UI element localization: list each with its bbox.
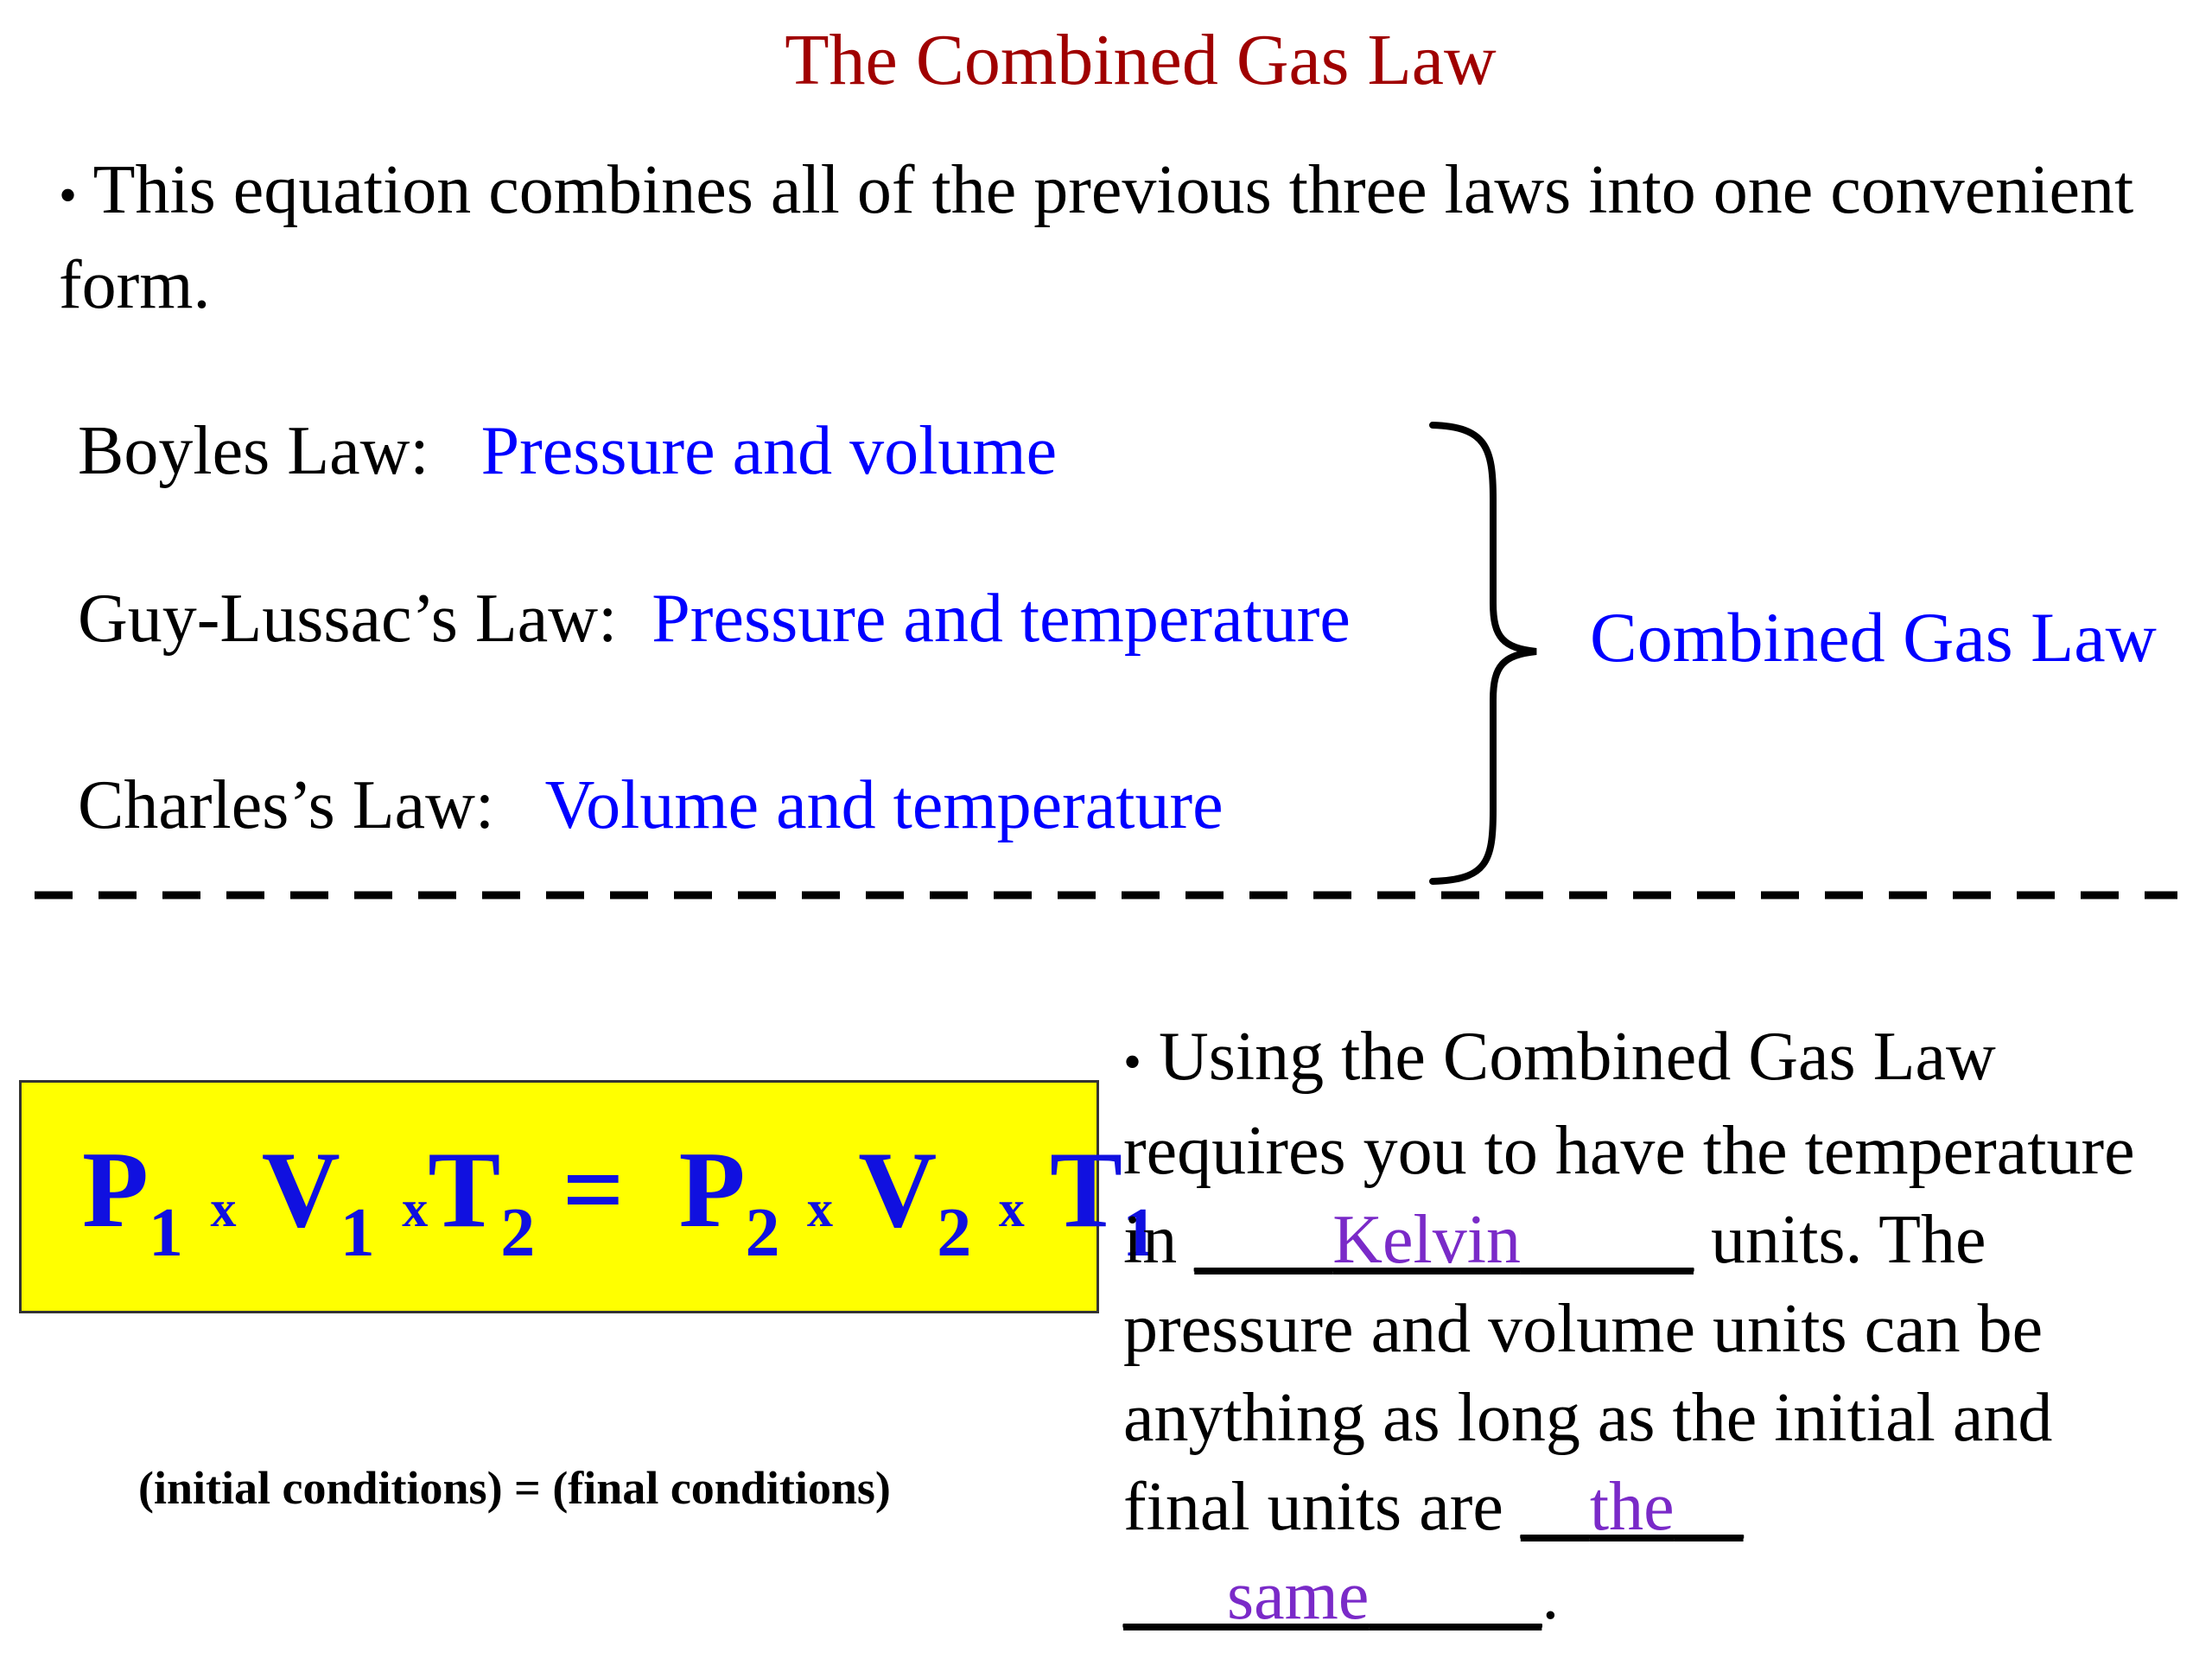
note-text: . <box>1541 1558 1560 1634</box>
equals-sign: = <box>562 1130 625 1250</box>
symbol-v: V <box>858 1130 938 1250</box>
law-label: Charles’s Law: <box>78 767 495 843</box>
bullet-icon: • <box>1123 1033 1142 1090</box>
intro-paragraph: • This equation combines all of the prev… <box>59 145 2150 330</box>
law-row-charles: Charles’s Law: Volume and temperature <box>78 764 1224 847</box>
bullet-icon: • <box>59 167 78 224</box>
subscript: 1 <box>148 1195 183 1271</box>
conditions-caption: (initial conditions) = (final conditions… <box>138 1462 891 1514</box>
law-description: Pressure and temperature <box>652 581 1351 657</box>
law-label: Guy-Lussac’s Law: <box>78 581 618 657</box>
intro-text: This equation combines all of the previo… <box>59 152 2134 323</box>
subscript: 2 <box>937 1195 972 1271</box>
combined-gas-law-formula: P1 x V1 xT2 = P2 x V2 x T1 <box>82 1126 1157 1274</box>
subscript: 2 <box>745 1195 780 1271</box>
subscript: 1 <box>340 1195 375 1271</box>
blank-line: __ <box>1674 1469 1744 1545</box>
fill-in-the: the <box>1589 1469 1675 1545</box>
dashed-divider <box>35 891 2177 899</box>
law-row-guy-lussac: Guy-Lussac’s Law: Pressure and temperatu… <box>78 577 1351 660</box>
note-text: Using the Combined Gas Law requires you … <box>1123 1019 2135 1278</box>
symbol-v: V <box>261 1130 340 1250</box>
symbol-p: P <box>678 1130 746 1250</box>
blank-line: ____ <box>1194 1202 1333 1278</box>
symbol-p: P <box>82 1130 149 1250</box>
symbol-t: T <box>1050 1130 1123 1250</box>
curly-brace-icon <box>1429 422 1537 885</box>
times-sign: x <box>402 1180 429 1237</box>
fill-in-kelvin: Kelvin <box>1332 1202 1521 1278</box>
blank-line: __ <box>1520 1469 1590 1545</box>
combined-gas-law-label: Combined Gas Law <box>1590 598 2157 677</box>
note-text: units. The pressure and volume units can… <box>1123 1202 2053 1545</box>
blank-line: _____ <box>1369 1558 1542 1634</box>
law-description: Pressure and volume <box>480 413 1058 489</box>
law-description: Volume and temperature <box>544 767 1224 843</box>
law-row-boyles: Boyles Law: Pressure and volume <box>78 410 1057 493</box>
fill-in-same: same <box>1227 1558 1370 1634</box>
symbol-t: T <box>428 1130 501 1250</box>
law-label: Boyles Law: <box>78 413 429 489</box>
blank-line: ___ <box>1123 1558 1227 1634</box>
page-title: The Combined Gas Law <box>785 20 1497 100</box>
times-sign: x <box>210 1180 237 1237</box>
subscript: 1 <box>1122 1195 1158 1271</box>
times-sign: x <box>998 1180 1025 1237</box>
formula-box: P1 x V1 xT2 = P2 x V2 x T1 <box>19 1080 1157 1313</box>
blank-line: _____ <box>1520 1202 1694 1278</box>
subscript: 2 <box>500 1195 536 1271</box>
temperature-units-note: • Using the Combined Gas Law requires yo… <box>1123 1013 2195 1641</box>
times-sign: x <box>807 1180 834 1237</box>
